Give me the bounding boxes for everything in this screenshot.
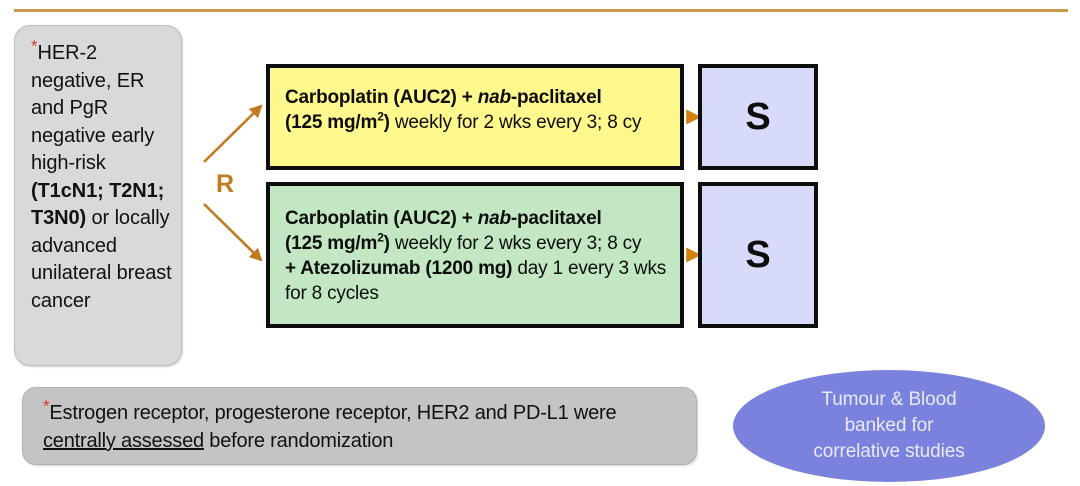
eligibility-line-1: HER-2 [37,42,98,64]
treatment-arm-b-box: Carboplatin (AUC2) + nab-paclitaxel (125… [266,182,684,328]
eligibility-line-6-tail: or [86,207,110,229]
biomarker-banking-text: Tumour & Blood banked for correlative st… [813,387,964,465]
arm-b-to-surgery-arrow-icon [686,248,702,262]
eligibility-line-10: breast cancer [31,262,172,312]
eligibility-criteria-panel: *HER-2 negative, ER and PgR negative ear… [14,25,182,366]
arm-b-addon-drug: + Atezolizumab (1200 mg) [285,258,513,279]
eligibility-line-2: negative, ER [31,69,145,92]
arm-a-regimen-suffix: -paclitaxel [510,87,602,108]
arm-b-dose-close: ) [383,233,390,254]
arm-a-to-surgery-arrow-icon [686,110,702,124]
eligibility-stage-criteria: (T1cN1; T2N1; T3N0) [31,179,165,230]
arm-b-addon-schedule: day 1 every 3 wks for 8 cycles [285,258,667,304]
eligibility-line-3: and PgR [31,97,109,119]
eligibility-criteria-text: *HER-2 negative, ER and PgR negative ear… [31,37,173,315]
arm-b-dose: (125 mg/m [285,233,378,254]
treatment-arm-b-text: Carboplatin (AUC2) + nab-paclitaxel (125… [285,206,670,306]
arm-a-dose-close: ) [383,112,390,133]
footnote-panel: *Estrogen receptor, progesterone recepto… [22,387,697,465]
eligibility-line-8: advanced [31,234,117,257]
arm-b-regimen-italic: nab [477,208,511,229]
biomarker-banking-ellipse: Tumour & Blood banked for correlative st… [733,370,1045,482]
randomization-label: R [216,170,235,198]
arm-b-regimen-prefix: Carboplatin (AUC2) + [285,208,478,229]
randomization-arrow-to-arm-a-icon [203,104,263,163]
arm-a-regimen-prefix: Carboplatin (AUC2) + [285,87,478,108]
footnote-part-2: before randomization [203,430,394,452]
footnote-asterisk-marker: * [43,396,50,416]
biomarker-line-2: banked for [844,415,934,436]
arm-b-dose-exponent: 2 [377,230,384,245]
eligibility-line-9: unilateral [31,262,112,284]
surgery-box-arm-b: S [698,182,818,328]
arm-b-schedule: weekly for 2 wks every 3; 8 cy [389,233,642,254]
arm-b-regimen-suffix: -paclitaxel [510,208,602,229]
randomization-arrow-to-arm-b-icon [203,203,263,262]
eligibility-line-4: negative [31,124,106,147]
surgery-box-arm-a: S [698,64,818,170]
footnote-text: *Estrogen receptor, progesterone recepto… [43,396,682,455]
header-divider-rule [14,9,1068,12]
eligibility-asterisk-marker: * [31,36,38,56]
biomarker-line-1: Tumour & Blood [821,389,957,410]
eligibility-line-5: early high-risk [31,124,155,175]
arm-a-regimen-italic: nab [477,87,511,108]
footnote-part-1: Estrogen receptor, progesterone receptor… [49,402,617,424]
treatment-arm-a-text: Carboplatin (AUC2) + nab-paclitaxel (125… [285,85,670,135]
treatment-arm-a-box: Carboplatin (AUC2) + nab-paclitaxel (125… [266,64,684,170]
surgery-label-arm-a: S [745,95,771,138]
surgery-label-arm-b: S [745,233,771,276]
biomarker-line-3: correlative studies [813,441,965,462]
eligibility-line-7: locally [114,207,170,229]
arm-a-dose-exponent: 2 [377,109,384,124]
arm-a-schedule: weekly for 2 wks every 3; 8 cy [389,112,642,133]
arm-a-dose: (125 mg/m [285,112,378,133]
footnote-underlined-phrase: centrally assessed [43,430,204,452]
